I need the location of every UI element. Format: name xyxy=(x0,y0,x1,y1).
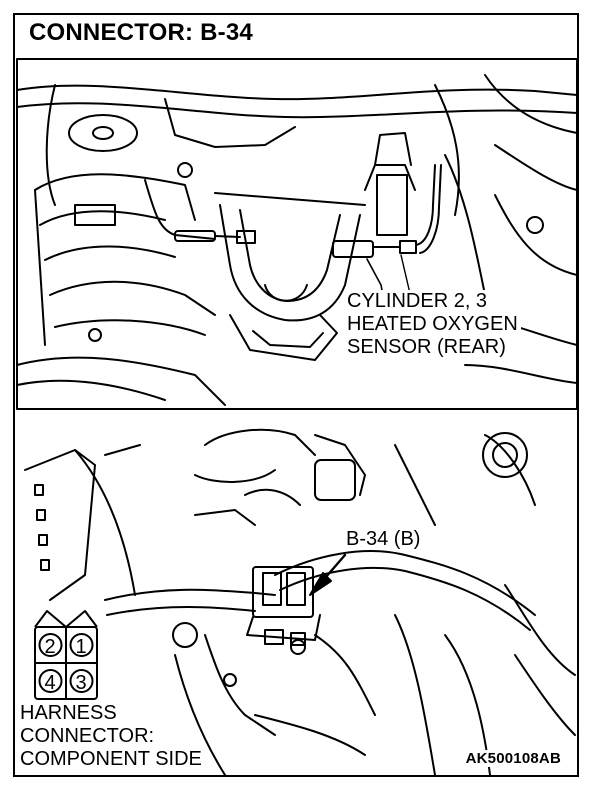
callout-line-1: CYLINDER 2, 3 xyxy=(347,290,488,312)
harness-label-line-3: COMPONENT SIDE xyxy=(20,748,204,770)
callout-line-2: HEATED OXYGEN xyxy=(347,313,518,335)
page-title: CONNECTOR: B-34 xyxy=(29,19,253,46)
pin-1: 1 xyxy=(75,636,87,658)
diagram-frame: CONNECTOR: B-34 xyxy=(13,13,579,777)
connector-latch-icon xyxy=(34,610,98,628)
harness-label-line-1: HARNESS xyxy=(20,702,119,724)
harness-label-line-2: CONNECTOR: xyxy=(20,725,157,747)
top-engine-illustration xyxy=(16,58,577,410)
bottom-connector-illustration xyxy=(24,428,576,775)
connector-callout: B-34 (B) xyxy=(343,528,424,550)
harness-connector-diagram xyxy=(34,610,98,700)
harness-connector-label: HARNESS CONNECTOR: COMPONENT SIDE xyxy=(20,702,204,771)
oxygen-sensor-callout: CYLINDER 2, 3 HEATED OXYGEN SENSOR (REAR… xyxy=(344,290,521,359)
pin-2: 2 xyxy=(44,636,56,658)
pin-4: 4 xyxy=(44,672,56,694)
figure-code: AK500108AB xyxy=(463,750,563,767)
pin-3: 3 xyxy=(75,672,87,694)
callout-line-3: SENSOR (REAR) xyxy=(347,336,506,358)
